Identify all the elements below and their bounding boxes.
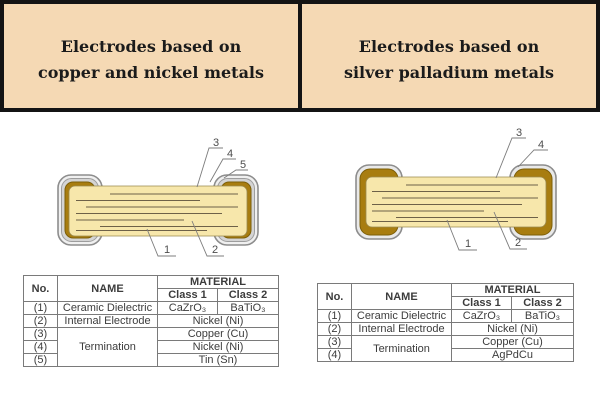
row-no: (3) xyxy=(23,327,58,341)
right-panel-title: Electrodes based on silver palladium met… xyxy=(344,34,554,86)
row-name: Termination xyxy=(351,335,452,362)
table-subheader-row: Class 1 Class 2 xyxy=(24,288,280,302)
table-row: (2) Internal Electrode Nickel (Ni) xyxy=(23,314,280,328)
col-header-material: MATERIAL xyxy=(450,283,575,297)
col-header-class1: Class 1 xyxy=(157,288,218,302)
internal-electrode-lines xyxy=(76,193,238,231)
header-band: Electrodes based on copper and nickel me… xyxy=(0,0,600,112)
materials-table-copper-nickel: No. NAME MATERIAL Class 1 Class 2 (1) Ce… xyxy=(23,275,280,367)
right-column: 3 4 1 2 No. NAME MATERIAL Class 1 Class … xyxy=(300,112,600,367)
row-name: Internal Electrode xyxy=(351,322,452,336)
col-header-class1: Class 1 xyxy=(451,296,512,310)
ceramic-body xyxy=(68,185,248,237)
leader-lines xyxy=(146,147,248,257)
table-header-row: No. NAME MATERIAL xyxy=(317,283,575,310)
callout-1: 1 xyxy=(465,238,471,250)
col-header-material: MATERIAL xyxy=(156,275,280,289)
row-name: Internal Electrode xyxy=(57,314,158,328)
callout-5: 5 xyxy=(240,159,246,171)
row-material: Nickel (Ni) xyxy=(450,322,575,336)
callout-1: 1 xyxy=(164,244,170,256)
table-row: (1) Ceramic Dielectric CaZrO₃ BaTiO₃ xyxy=(317,309,575,323)
callout-2: 2 xyxy=(515,237,521,249)
table-row: (4) AgPdCu xyxy=(317,348,575,362)
row-material: Nickel (Ni) xyxy=(156,340,280,354)
right-title-line1: Electrodes based on xyxy=(358,37,540,56)
col-header-no: No. xyxy=(317,283,352,310)
left-title-line2: copper and nickel metals xyxy=(37,63,265,82)
content-area: 3 4 5 1 2 No. NAME MATERIAL Class 1 Clas… xyxy=(0,112,600,367)
row-name: Ceramic Dielectric xyxy=(351,309,452,323)
row-no: (2) xyxy=(23,314,58,328)
table-header-row: No. NAME MATERIAL xyxy=(23,275,280,302)
row-name: Ceramic Dielectric xyxy=(57,301,158,315)
callout-3: 3 xyxy=(516,127,522,139)
row-material: AgPdCu xyxy=(450,348,575,362)
table-row: (3) Termination Copper (Cu) xyxy=(317,335,575,362)
callout-4: 4 xyxy=(227,148,233,160)
left-column: 3 4 5 1 2 No. NAME MATERIAL Class 1 Clas… xyxy=(0,112,300,367)
row-no: (1) xyxy=(317,309,352,323)
callout-4: 4 xyxy=(538,139,544,151)
row-material: Copper (Cu) xyxy=(450,335,575,349)
materials-table-silver-palladium: No. NAME MATERIAL Class 1 Class 2 (1) Ce… xyxy=(317,283,575,362)
leader-lines xyxy=(446,137,548,251)
row-material: Tin (Sn) xyxy=(156,353,280,367)
internal-electrode-lines xyxy=(372,184,538,222)
callout-3: 3 xyxy=(213,137,219,149)
row-material: Nickel (Ni) xyxy=(156,314,280,328)
row-class2: BaTiO₃ xyxy=(510,309,575,323)
row-material: Copper (Cu) xyxy=(156,327,280,341)
header-right-panel: Electrodes based on silver palladium met… xyxy=(302,4,596,108)
table-row: (3) Termination Copper (Cu) xyxy=(23,327,280,367)
capacitor-diagram-silver-palladium: 3 4 1 2 xyxy=(355,127,557,251)
ceramic-body xyxy=(365,176,547,228)
col-header-no: No. xyxy=(23,275,58,302)
col-header-name: NAME xyxy=(351,283,452,310)
table-row: (5) Tin (Sn) xyxy=(23,353,280,367)
row-no: (4) xyxy=(317,348,352,362)
row-no: (4) xyxy=(23,340,58,354)
header-left-panel: Electrodes based on copper and nickel me… xyxy=(4,4,302,108)
left-panel-title: Electrodes based on copper and nickel me… xyxy=(38,34,264,86)
row-no: (3) xyxy=(317,335,352,349)
right-title-line2: silver palladium metals xyxy=(343,63,555,82)
col-header-class2: Class 2 xyxy=(216,288,280,302)
row-class1: CaZrO₃ xyxy=(157,301,218,315)
row-no: (2) xyxy=(317,322,352,336)
row-class1: CaZrO₃ xyxy=(451,309,512,323)
row-no: (5) xyxy=(23,353,58,367)
row-class2: BaTiO₃ xyxy=(216,301,280,315)
table-row: (1) Ceramic Dielectric CaZrO₃ BaTiO₃ xyxy=(23,301,280,315)
col-header-name: NAME xyxy=(57,275,158,302)
callout-2: 2 xyxy=(212,244,218,256)
capacitor-diagram-copper-nickel: 3 4 5 1 2 xyxy=(57,137,259,257)
table-row: (2) Internal Electrode Nickel (Ni) xyxy=(317,322,575,336)
row-no: (1) xyxy=(23,301,58,315)
row-name: Termination xyxy=(57,327,158,367)
left-title-line1: Electrodes based on xyxy=(60,37,242,56)
col-header-class2: Class 2 xyxy=(510,296,575,310)
